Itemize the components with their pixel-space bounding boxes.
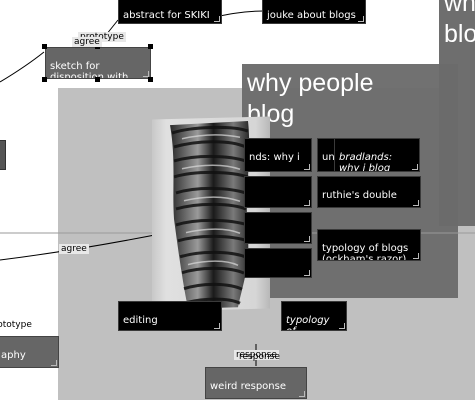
resize-corner-icon[interactable]	[304, 270, 310, 276]
note-sketch-text: sketch for disposition with	[50, 61, 129, 79]
note-graphy[interactable]: aphy	[0, 336, 59, 368]
note-joke-text: jouke about blogs	[267, 10, 356, 21]
selection-handle-bl[interactable]	[42, 77, 47, 82]
why-people-blog-title: why people blog	[247, 69, 374, 128]
resize-corner-icon[interactable]	[413, 200, 419, 206]
resize-corner-icon[interactable]	[214, 16, 220, 22]
note-abstract[interactable]: abstract for SKIKI	[118, 0, 222, 24]
link-label-prototype-top[interactable]: prototype	[78, 32, 126, 42]
note-why-i-text: nds: why i	[249, 152, 300, 163]
note-joke[interactable]: jouke about blogs	[262, 0, 366, 24]
selection-handle-tr[interactable]	[148, 44, 153, 49]
resize-corner-icon[interactable]	[304, 164, 310, 170]
note-un-text: un	[322, 152, 335, 163]
note-bradlands-text: bradlands: why i blog	[339, 152, 393, 172]
selection-handle-br[interactable]	[148, 77, 153, 82]
note-why-i-row2[interactable]	[244, 176, 312, 208]
note-weird-response-text: weird response	[210, 381, 286, 392]
note-ruthie[interactable]: ruthie's double	[317, 176, 421, 208]
note-why-i-row3[interactable]	[244, 212, 312, 244]
resize-corner-icon[interactable]	[299, 391, 305, 397]
spiral-sculpture-image[interactable]	[152, 116, 270, 312]
note-left-stub[interactable]	[0, 140, 6, 170]
note-un[interactable]: un	[317, 138, 335, 172]
note-editing-text: editing	[123, 315, 158, 326]
link-label-prototype-left[interactable]: prototype	[0, 320, 32, 330]
resize-corner-icon[interactable]	[143, 71, 149, 77]
note-why-i-row4[interactable]	[244, 248, 312, 278]
selection-handle-bm[interactable]	[95, 77, 100, 82]
resize-corner-icon[interactable]	[304, 236, 310, 242]
link-label-agree-top[interactable]: agree	[72, 37, 102, 47]
resize-corner-icon[interactable]	[51, 360, 57, 366]
link-label-agree-mid[interactable]: agree	[59, 244, 89, 254]
spiral-sculpture-graphic	[170, 121, 250, 309]
resize-corner-icon[interactable]	[304, 200, 310, 206]
note-sketch-selected[interactable]: sketch for disposition with	[45, 47, 151, 79]
note-graphy-text: aphy	[1, 350, 26, 361]
note-typology-ockham[interactable]: typology of blogs (ockham's razor)	[317, 229, 421, 261]
note-typology[interactable]: typology of blogs	[281, 301, 347, 331]
selection-handle-tl[interactable]	[42, 44, 47, 49]
note-editing[interactable]: editing	[118, 301, 222, 331]
corner-collection-title: wh blo	[444, 0, 475, 48]
resize-corner-icon[interactable]	[214, 323, 220, 329]
note-bradlands[interactable]: bradlands: why i blog	[334, 138, 420, 172]
note-weird-response[interactable]: weird response	[205, 367, 307, 399]
note-ruthie-text: ruthie's double	[322, 190, 397, 201]
note-typology-ockham-text: typology of blogs (ockham's razor)	[322, 243, 409, 261]
link-label-response-2[interactable]: response	[239, 352, 280, 362]
resize-corner-icon[interactable]	[358, 16, 364, 22]
resize-corner-icon[interactable]	[339, 323, 345, 329]
resize-corner-icon[interactable]	[413, 253, 419, 259]
note-typology-text: typology of blogs	[286, 315, 330, 330]
note-abstract-text: abstract for SKIKI	[123, 10, 210, 21]
note-why-i[interactable]: nds: why i	[244, 138, 312, 172]
link-label-response-1[interactable]: response	[234, 350, 279, 360]
resize-corner-icon[interactable]	[412, 164, 418, 170]
